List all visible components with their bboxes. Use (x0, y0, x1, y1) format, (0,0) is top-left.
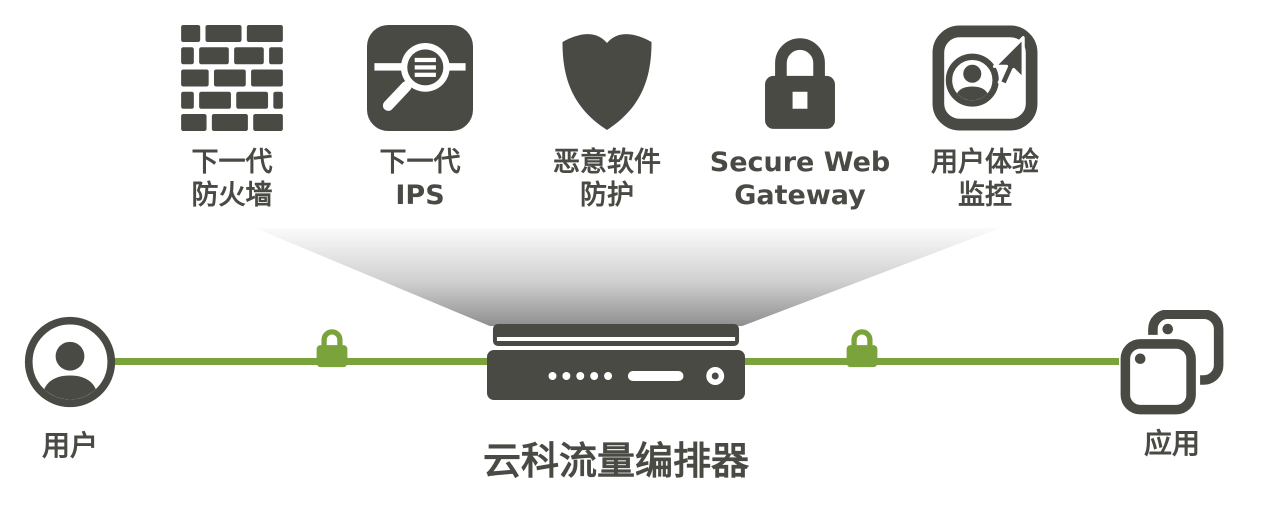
green-lock-icon-left (310, 320, 354, 372)
orchestrator-title: 云科流量编排器 (482, 439, 749, 483)
service-label: 用户体验 监控 (875, 147, 1095, 213)
service-label: Secure Web Gateway (690, 147, 910, 213)
service-next-gen-ips: 下一代 IPS (310, 25, 530, 213)
service-label-line2: Gateway (734, 179, 866, 211)
brick-wall-firewall-icon (179, 25, 285, 131)
service-label: 下一代 IPS (310, 147, 530, 213)
service-label-line1: 下一代 (191, 147, 273, 178)
funnel-shape (255, 228, 1000, 326)
service-label: 恶意软件 防护 (497, 147, 717, 213)
endpoint-applications: 应用 (1112, 310, 1232, 462)
user-cursor-monitor-icon (932, 25, 1038, 131)
magnifier-inspection-icon (367, 25, 473, 131)
service-label-line1: 下一代 (379, 147, 461, 178)
service-secure-web-gateway: Secure Web Gateway (690, 25, 910, 213)
service-label-line2: 防护 (580, 179, 634, 211)
padlock-icon (747, 25, 853, 131)
endpoint-user: 用户 (10, 314, 130, 464)
service-user-experience-monitoring: 用户体验 监控 (875, 25, 1095, 213)
stacked-apps-icon (1119, 310, 1225, 416)
service-label: 下一代 防火墙 (122, 147, 342, 213)
orchestrator-appliance-icon (487, 324, 745, 400)
endpoint-applications-label: 应用 (1143, 427, 1200, 460)
service-label-line2: 监控 (958, 179, 1012, 211)
user-circle-icon (22, 314, 118, 410)
service-malware-protection: 恶意软件 防护 (497, 25, 717, 213)
service-label-line1: 用户体验 (931, 147, 1039, 178)
service-label-line2: IPS (395, 179, 445, 211)
service-label-line1: Secure Web (709, 147, 891, 178)
service-label-line2: 防火墙 (191, 179, 273, 211)
shield-icon (554, 25, 660, 131)
service-next-gen-firewall: 下一代 防火墙 (122, 25, 342, 213)
endpoint-user-label: 用户 (41, 429, 98, 462)
service-label-line1: 恶意软件 (553, 147, 661, 178)
green-lock-icon-right (840, 320, 884, 372)
